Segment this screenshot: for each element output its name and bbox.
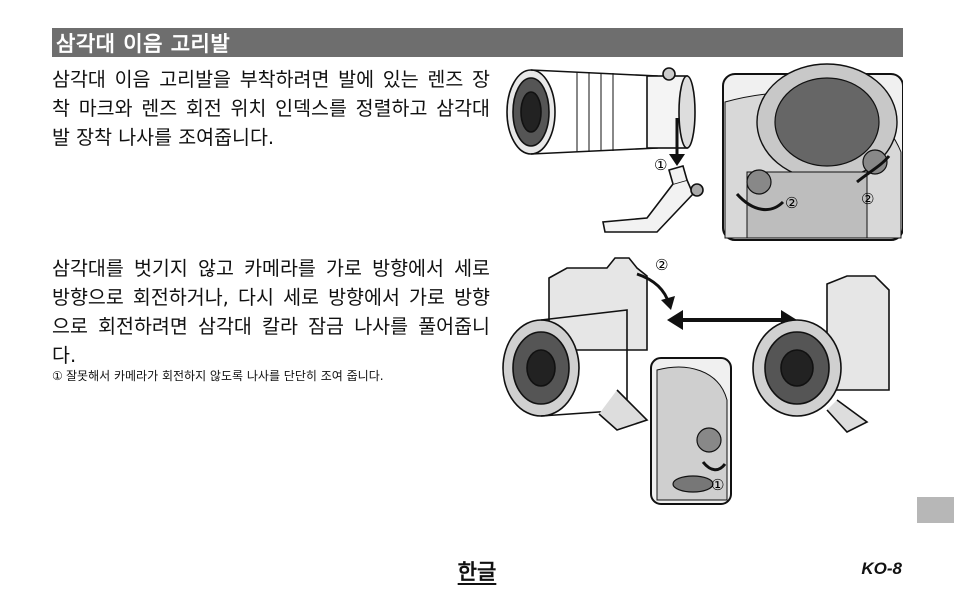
caution-icon: ① (52, 369, 63, 383)
paragraph-attach-foot: 삼각대 이음 고리발을 부착하려면 발에 있는 렌즈 장착 마크와 렌즈 회전 … (52, 68, 490, 149)
illustration-rotate-camera: ② ① (502, 256, 890, 505)
step-2-label-right: ② (861, 190, 874, 208)
section-title: 삼각대 이음 고리발 (56, 31, 231, 56)
tripod-foot-drawing (602, 165, 704, 233)
footer-language-label: 한글 (457, 560, 497, 584)
paragraph-rotate-camera: 삼각대를 벗기지 않고 카메라를 가로 방향에서 세로 방향으로 회전하거나, … (52, 257, 490, 367)
lens-drawing (506, 67, 696, 155)
camera-vertical-drawing (752, 275, 890, 433)
loosen-arrow-icon (701, 461, 727, 472)
page-number: KO-8 (861, 559, 902, 578)
zoom-inset (722, 63, 903, 241)
step-1-label: ① (654, 156, 667, 174)
step-2-label-top: ② (655, 256, 668, 274)
step-1-label-inset: ① (711, 476, 724, 494)
rotate-arrow-icon (735, 192, 785, 211)
camera-horizontal-drawing (502, 257, 649, 431)
section-header-bar: 삼각대 이음 고리발 (52, 28, 903, 57)
footer-language: 한글 (0, 556, 954, 586)
section-side-tab (917, 497, 954, 523)
caution-note: ① 잘못해서 카메라가 회전하지 않도록 나사를 단단히 조여 줍니다. (52, 368, 492, 385)
caution-note-text: 잘못해서 카메라가 회전하지 않도록 나사를 단단히 조여 줍니다. (66, 369, 384, 383)
illustration-attach-foot: ① ② ② (506, 63, 903, 241)
step-2-label-left: ② (785, 194, 798, 212)
